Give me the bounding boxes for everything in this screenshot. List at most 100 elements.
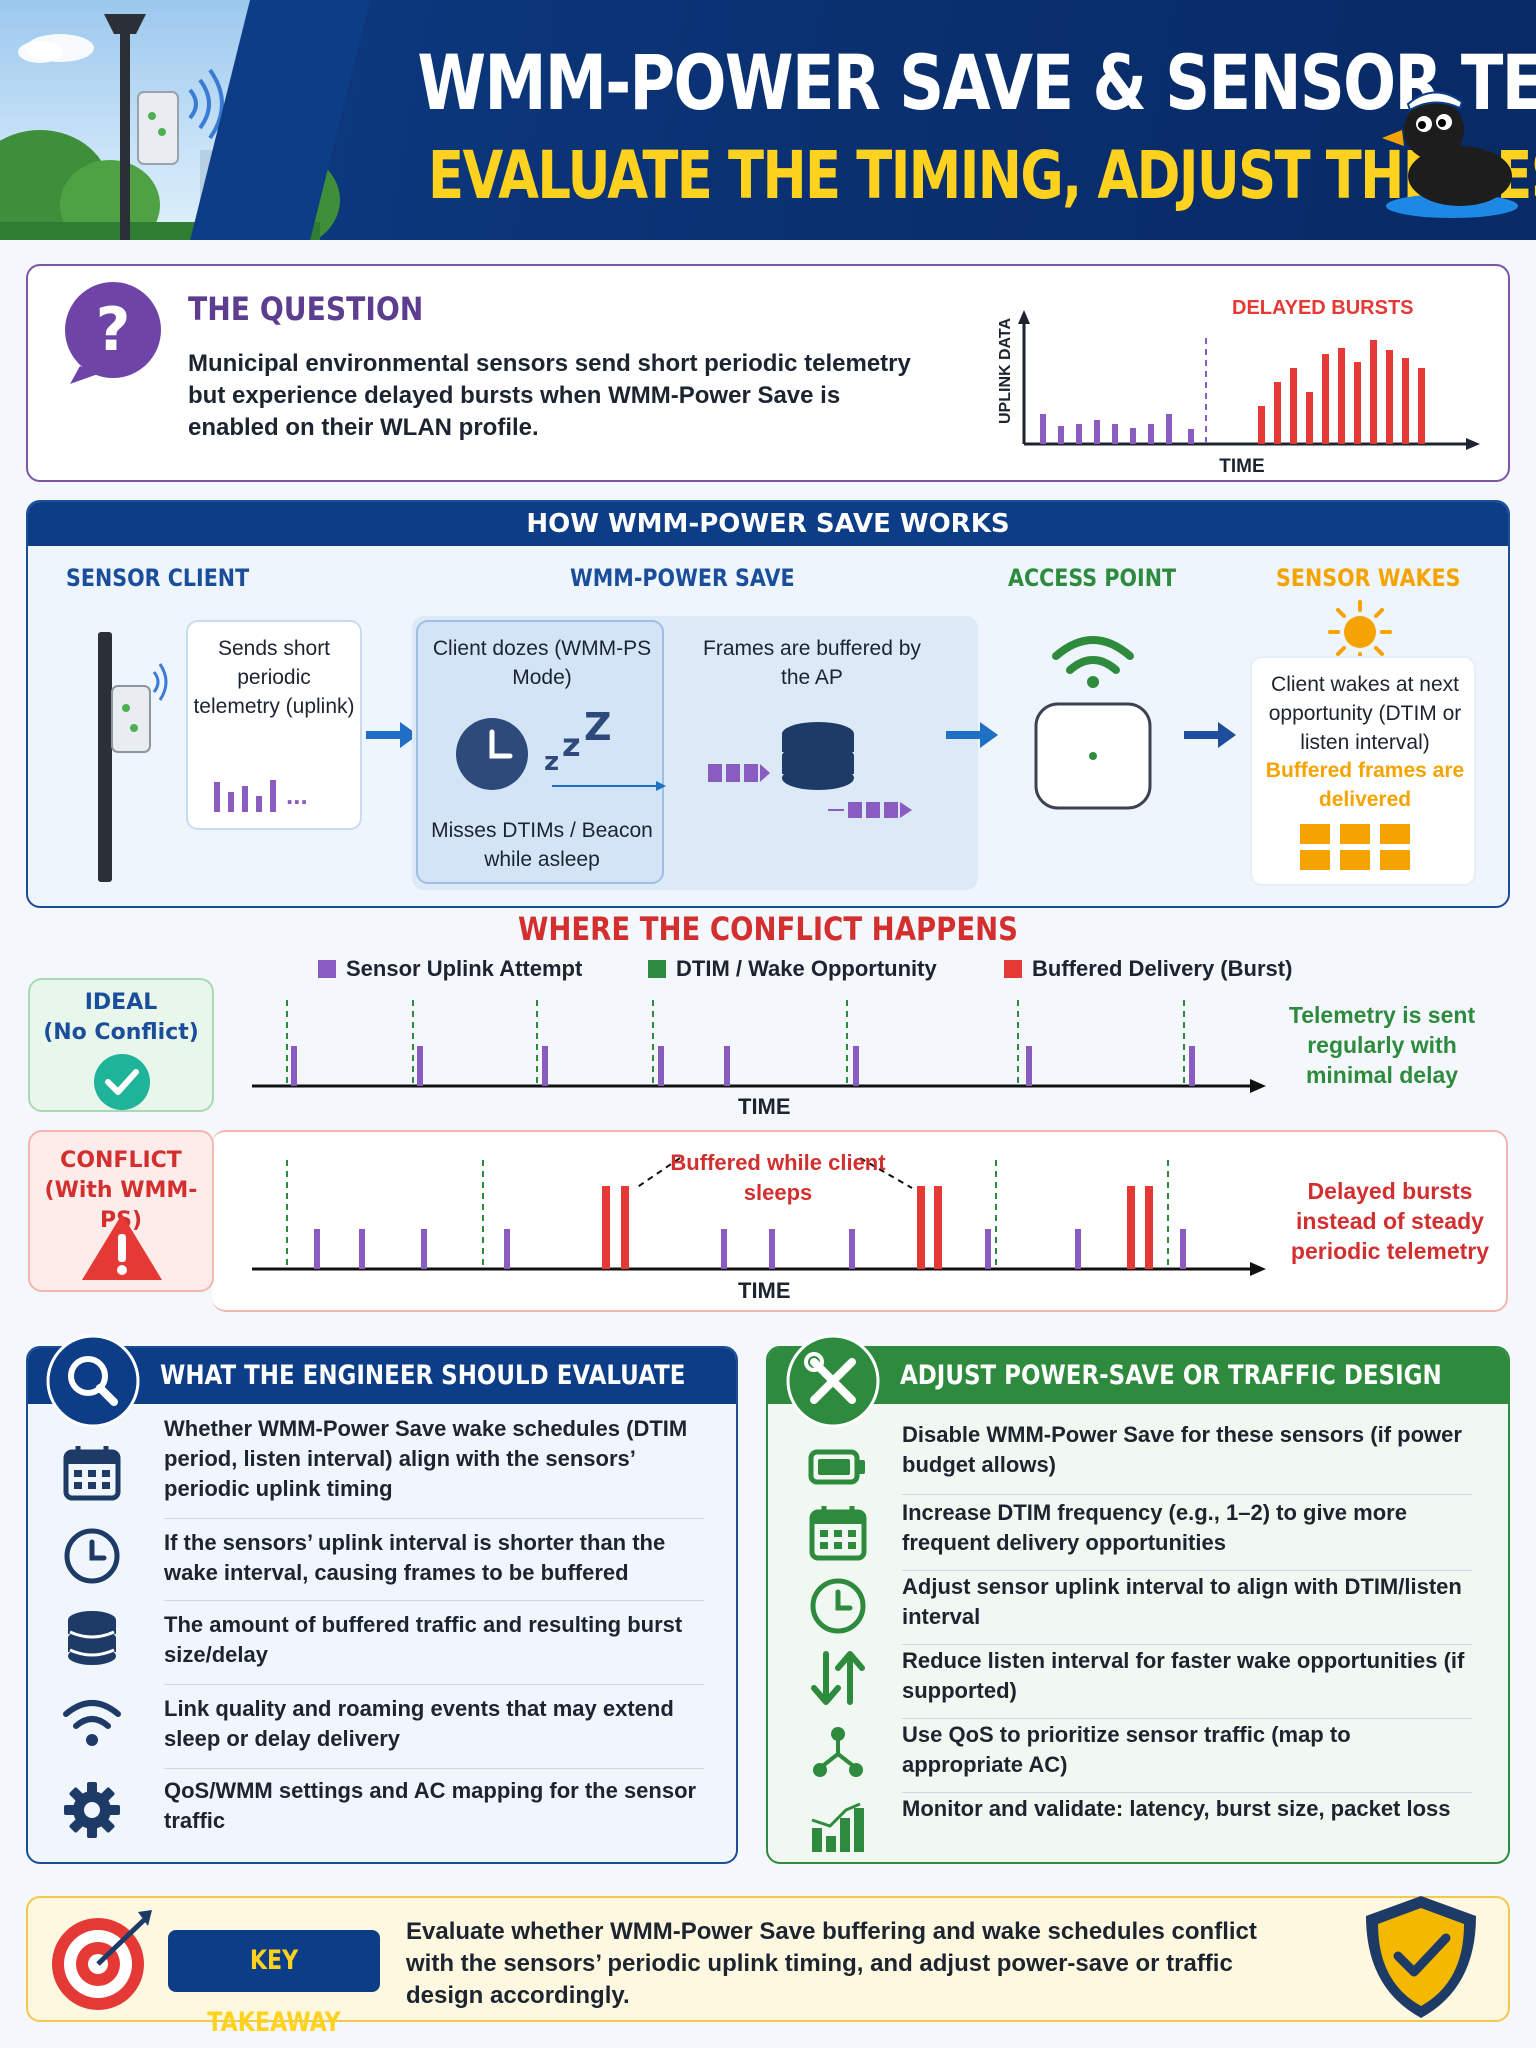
ideal-axis-arrow [1250, 1079, 1266, 1093]
question-title: THE QUESTION [188, 290, 424, 328]
legend-burst-swatch [1004, 960, 1022, 978]
conflict-axis-label: TIME [738, 1278, 791, 1303]
flow-arrow-icon [1184, 722, 1236, 748]
shield-check-icon [1366, 1896, 1476, 2018]
warning-triangle-icon [82, 1214, 162, 1280]
legend-dtim: DTIM / Wake Opportunity [648, 956, 937, 982]
clock-icon [64, 1528, 120, 1584]
how-it-works-card: HOW WMM-POWER SAVE WORKS SENSOR CLIENT W… [26, 500, 1510, 908]
sends-telemetry-box: Sends short periodic telemetry (uplink) … [186, 620, 362, 830]
target-icon [52, 1910, 152, 2010]
adjust-band: ADJUST POWER-SAVE OR TRAFFIC DESIGN [768, 1348, 1508, 1404]
uplink-bar [1189, 1046, 1195, 1086]
sensor-wakes-heading: SENSOR WAKES [1276, 564, 1461, 592]
svg-text:z: z [562, 726, 581, 764]
conflict-note: Delayed bursts instead of steady periodi… [1290, 1178, 1490, 1264]
tools-icon [786, 1334, 880, 1428]
adjust-item-1: Disable WMM-Power Save for these sensors… [902, 1422, 1462, 1477]
evaluate-item-5: QoS/WMM settings and AC mapping for the … [164, 1778, 697, 1833]
adjust-item-4: Reduce listen interval for faster wake o… [902, 1648, 1465, 1703]
uplink-bar [291, 1046, 297, 1086]
uplink-ellipsis: ... [286, 780, 308, 810]
divider [164, 1684, 704, 1685]
uplink-bar [504, 1229, 510, 1269]
calendar-icon [809, 1506, 867, 1561]
divider [902, 1494, 1472, 1495]
client-wakes-text: Client wakes at next opportunity (DTIM o… [1268, 673, 1462, 754]
delayed-bursts-mini-chart: UPLINK DATA DELAYED [997, 297, 1480, 477]
bar-chart-icon [811, 1802, 864, 1852]
svg-text:?: ? [96, 295, 131, 365]
conflict-panel: CONFLICT (With WMM-PS) [28, 1130, 214, 1292]
sun-icon [1328, 600, 1392, 664]
uplink-bar [542, 1046, 548, 1086]
conflict-axis-arrow [1250, 1262, 1266, 1276]
conflict-label: CONFLICT [60, 1148, 182, 1173]
uplink-bar [359, 1229, 365, 1269]
takeaway-label-text: KEY TAKEAWAY [207, 1945, 341, 2038]
burst-bar [621, 1186, 629, 1269]
evaluate-item-4: Link quality and roaming events that may… [164, 1696, 674, 1751]
question-bubble-icon: ? [65, 282, 161, 384]
uplink-bar [769, 1229, 775, 1269]
delivered-frames-icon [1300, 824, 1410, 870]
legend-uplink-swatch [318, 960, 336, 978]
adjust-title: ADJUST POWER-SAVE OR TRAFFIC DESIGN [900, 1360, 1442, 1391]
gear-icon [64, 1782, 120, 1838]
conflict-title: WHERE THE CONFLICT HAPPENS [517, 910, 1019, 948]
evaluate-item-1: Whether WMM-Power Save wake schedules (D… [164, 1416, 688, 1501]
sensor-pole-icon [98, 632, 168, 882]
legend-burst-label: Buffered Delivery (Burst) [1032, 956, 1293, 981]
evaluate-item-3: The amount of buffered traffic and resul… [164, 1612, 683, 1667]
burst-bar [934, 1186, 942, 1269]
mini-chart-ylabel: UPLINK DATA [997, 317, 1014, 424]
uplink-bar [721, 1229, 727, 1269]
ideal-panel: IDEAL (No Conflict) [28, 978, 214, 1112]
sends-telemetry-text: Sends short periodic telemetry (uplink) [193, 637, 355, 718]
how-it-works-band: HOW WMM-POWER SAVE WORKS [28, 502, 1508, 546]
uplink-bar [421, 1229, 427, 1269]
frames-delivered-text: Buffered frames are delivered [1265, 759, 1465, 811]
adjust-item-6: Monitor and validate: latency, burst siz… [902, 1796, 1451, 1821]
buffered-annotation: Buffered while client sleeps [670, 1150, 886, 1205]
uplink-bars-icon [214, 780, 276, 812]
flow-arrow-icon [366, 722, 418, 748]
up-down-arrows-icon [811, 1651, 865, 1705]
adjust-item-3: Adjust sensor uplink interval to align w… [902, 1574, 1462, 1629]
question-card: ? THE QUESTION Municipal environmental s… [26, 264, 1510, 482]
evaluate-title: WHAT THE ENGINEER SHOULD EVALUATE [160, 1360, 686, 1391]
mini-chart-xlabel: TIME [1219, 456, 1264, 477]
divider [164, 1518, 704, 1519]
misses-dtim-text: Misses DTIMs / Beacon while asleep [431, 819, 653, 871]
ap-buffer-database-icon [708, 722, 912, 818]
divider [164, 1768, 704, 1769]
legend-uplink: Sensor Uplink Attempt [318, 956, 582, 982]
divider [902, 1718, 1472, 1719]
uplink-bar [853, 1046, 859, 1086]
uplink-bar [658, 1046, 664, 1086]
evaluate-card: WHAT THE ENGINEER SHOULD EVALUATE Whethe… [26, 1334, 738, 1864]
adjust-item-2: Increase DTIM frequency (e.g., 1–2) to g… [902, 1500, 1407, 1555]
svg-text:z: z [544, 747, 559, 777]
uplink-bar [314, 1229, 320, 1269]
ideal-sublabel: (No Conflict) [43, 1020, 199, 1045]
uplink-bar [1180, 1229, 1186, 1269]
magnifier-icon [46, 1334, 140, 1428]
sensor-wakes-box: Client wakes at next opportunity (DTIM o… [1250, 656, 1476, 886]
evaluate-item-2: If the sensors’ uplink interval is short… [164, 1530, 666, 1585]
adjust-item-5: Use QoS to prioritize sensor traffic (ma… [902, 1722, 1351, 1777]
burst-bar [917, 1186, 925, 1269]
takeaway-label: KEY TAKEAWAY [168, 1930, 380, 2038]
client-dozes-text: Client dozes (WMM-PS Mode) [432, 637, 652, 689]
battery-icon [808, 1449, 865, 1485]
page-subtitle: EVALUATE THE TIMING, ADJUST THE DESIGN [428, 137, 1536, 214]
sensor-client-heading: SENSOR CLIENT [66, 564, 250, 592]
frames-buffered-text: Frames are buffered by the AP [703, 637, 921, 689]
ideal-axis-label: TIME [738, 1094, 791, 1119]
takeaway-text: Evaluate whether WMM-Power Save bufferin… [406, 1918, 1257, 2009]
conflict-timelines [252, 1000, 1266, 1276]
question-text: Municipal environmental sensors send sho… [188, 350, 911, 441]
page-title: WMM-POWER SAVE & SENSOR TELEMETRY [417, 38, 1536, 127]
wmm-power-save-heading: WMM-POWER SAVE [570, 564, 795, 592]
legend-burst: Buffered Delivery (Burst) [1004, 956, 1292, 982]
